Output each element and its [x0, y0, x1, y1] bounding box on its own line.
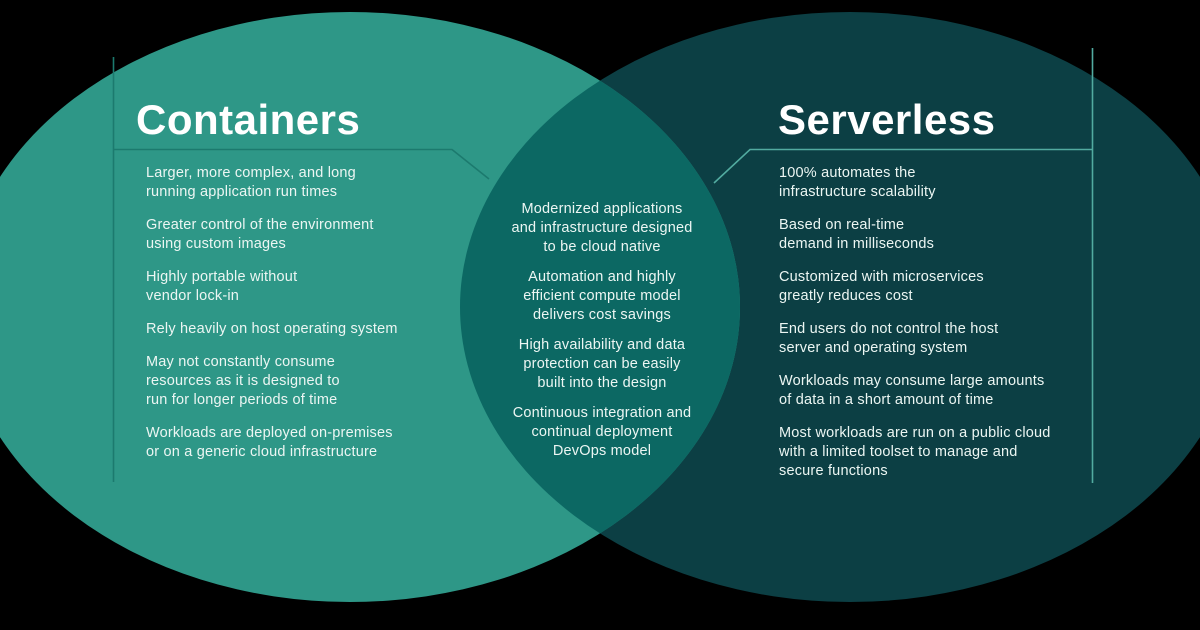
overlap-list: Modernized applications and infrastructu…	[462, 200, 742, 472]
list-item: Highly portable without vendor lock-in	[146, 269, 298, 304]
list-item: Greater control of the environment using…	[146, 217, 374, 252]
list-item: Rely heavily on host operating system	[146, 321, 398, 337]
list-item: Continuous integration and continual dep…	[512, 405, 692, 459]
list-item: Workloads are deployed on-premises or on…	[146, 425, 393, 460]
containers-list: Larger, more complex, and long running a…	[146, 164, 476, 476]
list-item: High availability and data protection ca…	[518, 337, 686, 391]
list-item: Customized with microservices greatly re…	[779, 269, 984, 304]
overlap-region	[460, 12, 740, 602]
list-item: May not constantly consume resources as …	[146, 354, 340, 408]
serverless-title-underline	[713, 148, 1092, 184]
list-item: Workloads may consume large amounts of d…	[779, 373, 1045, 408]
serverless-list: 100% automates the infrastructure scalab…	[779, 164, 1129, 495]
list-item: Based on real-time demand in millisecond…	[779, 217, 935, 252]
list-item: Automation and highly efficient compute …	[523, 269, 681, 323]
list-item: End users do not control the host server…	[779, 321, 999, 356]
list-item: Most workloads are run on a public cloud…	[779, 425, 1051, 479]
containers-title-underline	[113, 148, 490, 180]
list-item: Larger, more complex, and long running a…	[146, 165, 356, 200]
list-item: 100% automates the infrastructure scalab…	[779, 165, 936, 200]
containers-title: Containers	[136, 96, 361, 143]
list-item: Modernized applications and infrastructu…	[511, 201, 693, 255]
serverless-title: Serverless	[778, 96, 996, 143]
